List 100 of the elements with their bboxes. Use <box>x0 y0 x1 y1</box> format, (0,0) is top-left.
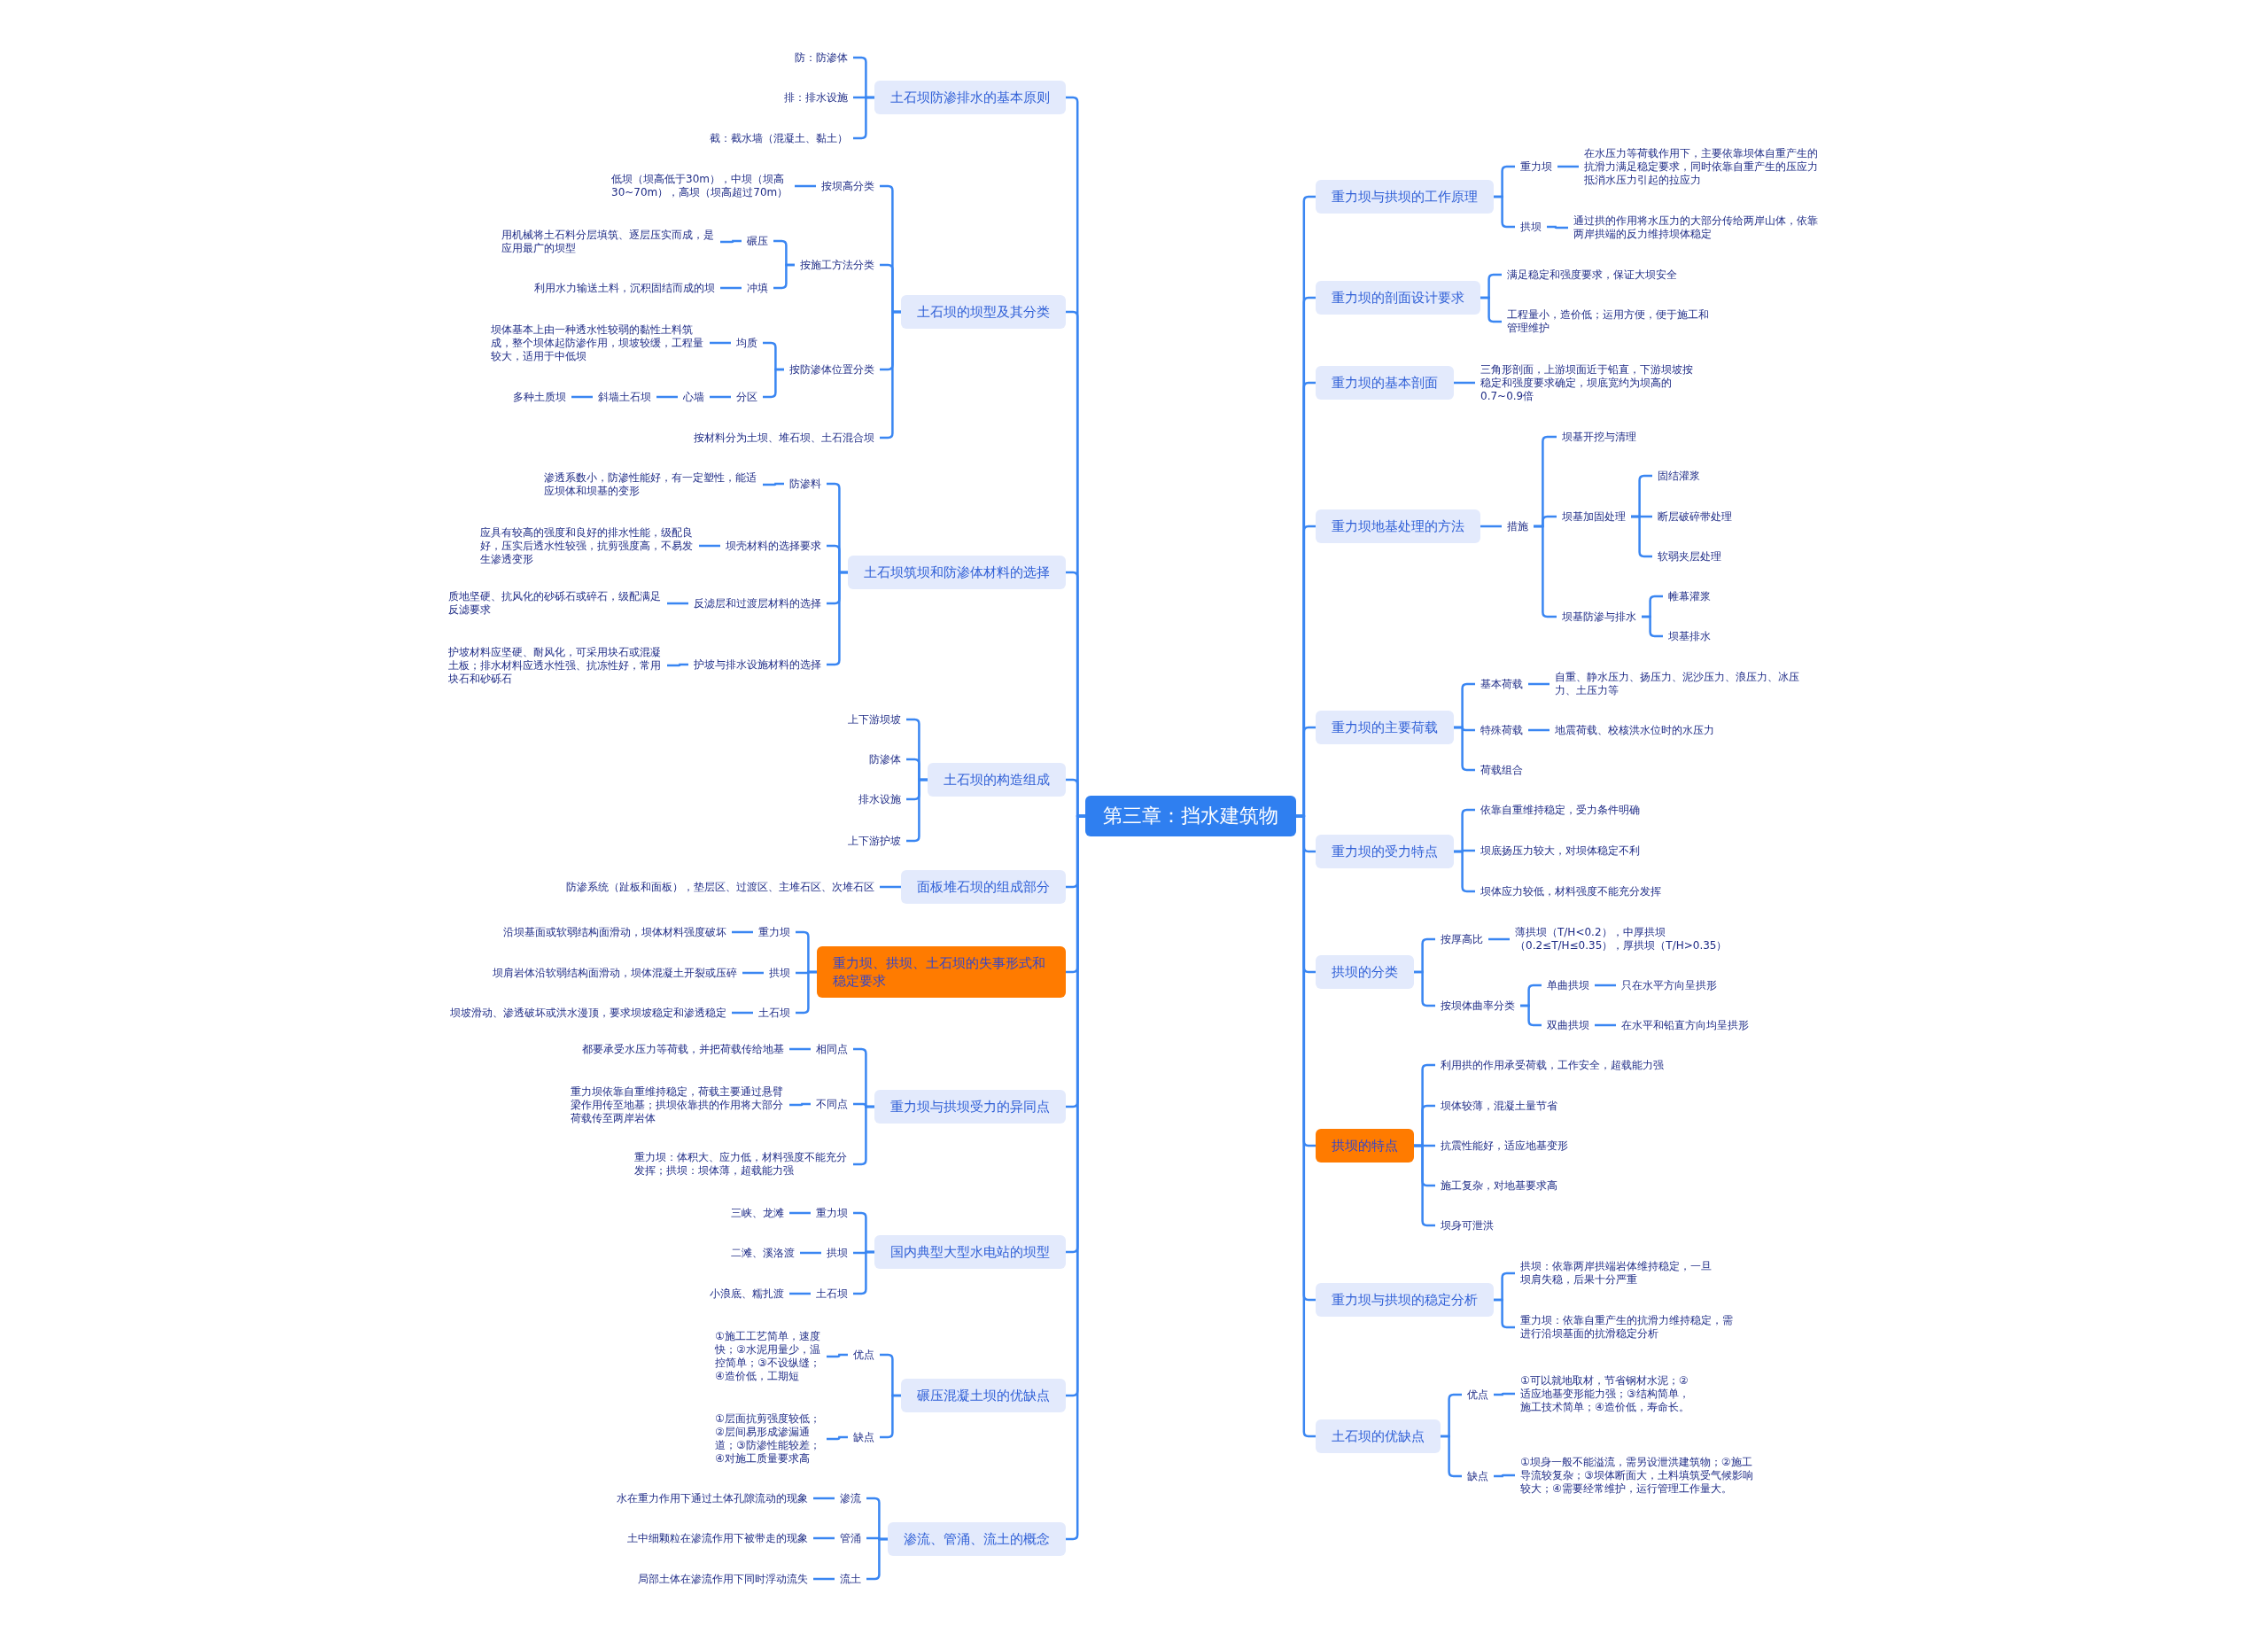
subtopic-label: 斜墙土石坝 <box>593 389 656 405</box>
central-topic-box: 第三章：挡水建筑物 <box>1085 796 1296 836</box>
connector-line <box>742 971 764 975</box>
subtopic-label: 坝底扬压力较大，对坝体稳定不利 <box>1475 843 1645 859</box>
subtopic-label: 反滤层和过渡层材料的选择 <box>688 595 827 611</box>
subtopic-label: 重力坝 <box>753 924 796 940</box>
subtopic-label: 坝基开挖与清理 <box>1557 429 1642 445</box>
topic-box: 重力坝地基处理的方法 <box>1316 509 1480 543</box>
subtopic-label: 流土 <box>835 1571 866 1587</box>
subtopic-label: 拱坝 <box>821 1245 853 1261</box>
connector-line <box>667 663 688 667</box>
subtopic-label: 碾压 <box>742 233 773 249</box>
subtopic-label: 抗震性能好，适应地基变形 <box>1435 1138 1573 1154</box>
connector-line <box>1642 615 1663 638</box>
topic-box: 重力坝的基本剖面 <box>1316 366 1454 400</box>
subtopic-label: 按材料分为土坝、堆石坝、土石混合坝 <box>688 430 880 446</box>
description-text: 坝体基本上由一种透水性较弱的黏性土料筑成，整个坝体起防渗作用，坝坡较缓，工程量较大，适用于中低坝 <box>485 322 710 364</box>
topic-box: 面板堆石坝的组成部分 <box>901 870 1066 904</box>
subtopic-label: 坝身可泄洪 <box>1435 1217 1499 1233</box>
connector-line <box>796 970 817 1015</box>
subtopic-label: 基本荷载 <box>1475 676 1528 692</box>
topic-box: 国内典型大型水电站的坝型 <box>874 1235 1066 1269</box>
subtopic-label: 均质 <box>731 335 763 351</box>
subtopic-label: 满足稳定和强度要求，保证大坝安全 <box>1502 267 1682 283</box>
topic-box: 拱坝的分类 <box>1316 955 1414 989</box>
subtopic-label: 不同点 <box>811 1096 853 1112</box>
connector-line <box>720 239 742 244</box>
subtopic-label: 局部土体在渗流作用下同时浮动流失 <box>633 1571 813 1587</box>
subtopic-label: 防：防渗体 <box>789 50 853 66</box>
subtopic-label: 在水平和铅直方向均呈拱形 <box>1616 1017 1754 1033</box>
description-text: 低坝（坝高低于30m），中坝（坝高30~70m），高坝（坝高超过70m） <box>606 172 795 200</box>
topic-box: 重力坝与拱坝受力的异同点 <box>874 1090 1066 1124</box>
connector-line <box>813 1577 835 1581</box>
description-text: 工程量小，造价低；运用方便，便于施工和管理维护 <box>1502 307 1715 336</box>
connector-line <box>1488 937 1510 941</box>
connector-line <box>813 1536 835 1540</box>
connector-line <box>1595 984 1616 987</box>
subtopic-label: 特殊荷载 <box>1475 722 1528 738</box>
connector-line <box>571 395 593 399</box>
topic-box: 土石坝筑坝和防渗体材料的选择 <box>848 556 1066 589</box>
subtopic-label: 都要承受水压力等荷载，并把荷载传给地基 <box>577 1041 789 1057</box>
connector-line <box>763 368 784 399</box>
connector-line <box>1631 515 1652 558</box>
connector-line <box>1528 682 1550 686</box>
connector-line <box>853 1250 874 1295</box>
connector-line <box>880 885 901 889</box>
subtopic-label: 土石坝 <box>811 1286 853 1302</box>
subtopic-label: 三峡、龙滩 <box>726 1205 789 1221</box>
connector-line <box>667 602 688 605</box>
subtopic-label: 坝壳材料的选择要求 <box>720 538 827 554</box>
topic-box: 重力坝与拱坝的稳定分析 <box>1316 1283 1494 1317</box>
description-text: 三角形剖面，上游坝面近于铅直，下游坝坡按稳定和强度要求确定，坝底宽约为坝高的0.7~0.9倍 <box>1475 362 1699 404</box>
subtopic-label: 固结灌浆 <box>1652 468 1705 484</box>
subtopic-label: 缺点 <box>848 1429 880 1445</box>
connector-line <box>1520 1004 1542 1027</box>
connector-line <box>1528 728 1550 732</box>
description-text: ①层面抗剪强度较低；②层间易形成渗漏通道；③防渗性能较差；④对施工质量要求高 <box>710 1411 827 1466</box>
subtopic-label: 上下游坝坡 <box>843 712 906 727</box>
subtopic-label: 土中细颗粒在渗流作用下被带走的现象 <box>622 1530 813 1546</box>
description-text: 通过拱的作用将水压力的大部分传给两岸山体，依靠两岸拱端的反力维持坝体稳定 <box>1568 214 1824 242</box>
subtopic-label: 帷幕灌浆 <box>1663 588 1716 604</box>
description-text: 重力坝依靠自重维持稳定，荷载主要通过悬臂梁作用传至地基；拱坝依靠拱的作用将大部分荷载传至两岸岩体 <box>565 1084 789 1126</box>
connector-line <box>1480 525 1502 528</box>
subtopic-label: 依靠自重维持稳定，受力条件明确 <box>1475 802 1645 818</box>
subtopic-label: 按厚高比 <box>1435 931 1488 947</box>
description-text: 质地坚硬、抗风化的砂砾石或碎石，级配满足反滤要求 <box>443 589 667 618</box>
connector-line <box>1480 296 1502 323</box>
connector-line <box>853 96 874 140</box>
connector-line <box>763 482 784 486</box>
description-text: 护坡材料应坚硬、耐风化，可采用块石或混凝土板；排水材料应透水性强、抗冻性好，常用块石和砂砾石 <box>443 644 667 687</box>
subtopic-label: 按坝高分类 <box>816 178 880 194</box>
connector-line <box>710 341 731 345</box>
subtopic-label: 冲填 <box>742 280 773 296</box>
connector-line <box>813 1497 835 1500</box>
topic-box: 重力坝的受力特点 <box>1316 835 1454 868</box>
subtopic-label: 沿坝基面或软弱结构面滑动，坝体材料强度破坏 <box>498 924 732 940</box>
connector-line <box>880 1394 901 1439</box>
connector-line <box>800 1251 821 1255</box>
connector-line <box>827 1435 848 1441</box>
connector-line <box>732 930 753 934</box>
topic-box: 碾压混凝土坝的优缺点 <box>901 1379 1066 1412</box>
topic-box: 土石坝的优缺点 <box>1316 1419 1441 1453</box>
connector-line <box>1441 1435 1462 1478</box>
connector-line <box>789 1211 811 1215</box>
description-text: ①施工工艺简单，速度快；②水泥用量少，温控简单；③不设纵缝；④造价低，工期短 <box>710 1329 827 1384</box>
connector-line <box>795 184 816 188</box>
subtopic-label: 优点 <box>1462 1387 1494 1403</box>
description-text: 渗透系数小，防渗性能好，有一定塑性，能适应坝体和坝基的变形 <box>539 470 763 499</box>
subtopic-label: 单曲拱坝 <box>1542 977 1595 993</box>
connector-line <box>1414 970 1435 1007</box>
subtopic-label: 排水设施 <box>853 791 906 807</box>
description-text: 自重、静水压力、扬压力、泥沙压力、浪压力、冰压力、土压力等 <box>1550 670 1806 698</box>
connector-line <box>906 778 928 843</box>
description-text: ①坝身一般不能溢流，需另设泄洪建筑物；②施工导流较复杂；③坝体断面大，土料填筑受气候影响较大；④需要经常维护，运行管理工作量大。 <box>1515 1454 1759 1497</box>
subtopic-label: 土石坝 <box>753 1005 796 1021</box>
subtopic-label: 相同点 <box>811 1041 853 1057</box>
connector-line <box>1494 1474 1515 1478</box>
subtopic-label: 水在重力作用下通过土体孔隙流动的现象 <box>611 1490 813 1506</box>
topic-box: 拱坝的特点 <box>1316 1129 1414 1163</box>
description-text: 应具有较高的强度和良好的排水性能，级配良好，压实后透水性较强，抗剪强度高，不易发生渗透变形 <box>475 525 699 567</box>
